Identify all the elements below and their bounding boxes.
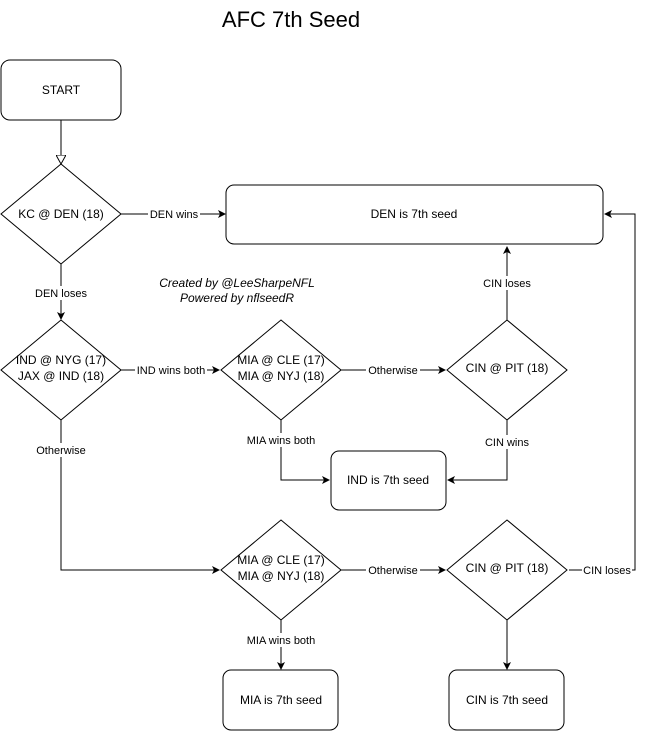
- decision-cin-b: [446, 519, 568, 621]
- edge-cin-wins-a: [447, 420, 508, 484]
- decision-cin-a-label: CIN @ PIT (18): [466, 361, 549, 375]
- decision-mia-b-line2: MIA @ NYJ (18): [238, 569, 325, 583]
- decision-mia-a-line2: MIA @ NYJ (18): [238, 369, 325, 383]
- edge-mia-wins-both-a: [280, 420, 330, 484]
- edge-otherwise-ind: [60, 420, 220, 574]
- start-node: [0, 59, 122, 121]
- label-den-loses: DEN loses: [35, 288, 87, 300]
- label-mia-wins-both-a: MIA wins both: [247, 435, 315, 447]
- outcome-mia-seed-label: MIA is 7th seed: [240, 693, 322, 707]
- decision-mia-a: [220, 319, 342, 421]
- label-cin-loses-b: CIN loses: [583, 565, 631, 577]
- label-cin-wins-a: CIN wins: [485, 437, 530, 449]
- outcome-den-seed-label: DEN is 7th seed: [371, 207, 458, 221]
- decision-cin-b-label: CIN @ PIT (18): [466, 561, 549, 575]
- label-otherwise-mia-b: Otherwise: [368, 565, 418, 577]
- label-otherwise-mia-a: Otherwise: [368, 365, 418, 377]
- decision-ind-jax-line2: JAX @ IND (18): [18, 369, 104, 383]
- decision-mia-b-line1: MIA @ CLE (17): [237, 553, 325, 567]
- label-otherwise-ind: Otherwise: [36, 445, 86, 457]
- credit-created-by: Created by @LeeSharpeNFL: [159, 276, 315, 290]
- outcome-cin-seed-label: CIN is 7th seed: [466, 693, 548, 707]
- outcome-ind-seed-label: IND is 7th seed: [347, 473, 429, 487]
- decision-kc-den-label: KC @ DEN (18): [18, 207, 104, 221]
- outcome-cin-seed: [448, 669, 565, 731]
- outcome-mia-seed: [222, 669, 339, 731]
- credit-powered-by: Powered by nflseedR: [180, 291, 294, 305]
- label-den-wins: DEN wins: [150, 209, 199, 221]
- start-label: START: [42, 83, 81, 97]
- label-ind-wins-both: IND wins both: [137, 365, 205, 377]
- decision-ind-jax: [0, 319, 122, 421]
- outcome-den-seed: [225, 184, 604, 245]
- decision-cin-a: [446, 319, 568, 421]
- label-mia-wins-both-b: MIA wins both: [247, 635, 315, 647]
- label-cin-loses-a: CIN loses: [483, 278, 531, 290]
- decision-ind-jax-line1: IND @ NYG (17): [16, 353, 106, 367]
- outcome-ind-seed: [330, 450, 447, 511]
- decision-mia-a-line1: MIA @ CLE (17): [237, 353, 325, 367]
- diagram-title: AFC 7th Seed: [222, 7, 360, 32]
- decision-kc-den: [0, 163, 122, 265]
- decision-mia-b: [220, 519, 342, 621]
- edge-cin-loses-b: [569, 210, 636, 571]
